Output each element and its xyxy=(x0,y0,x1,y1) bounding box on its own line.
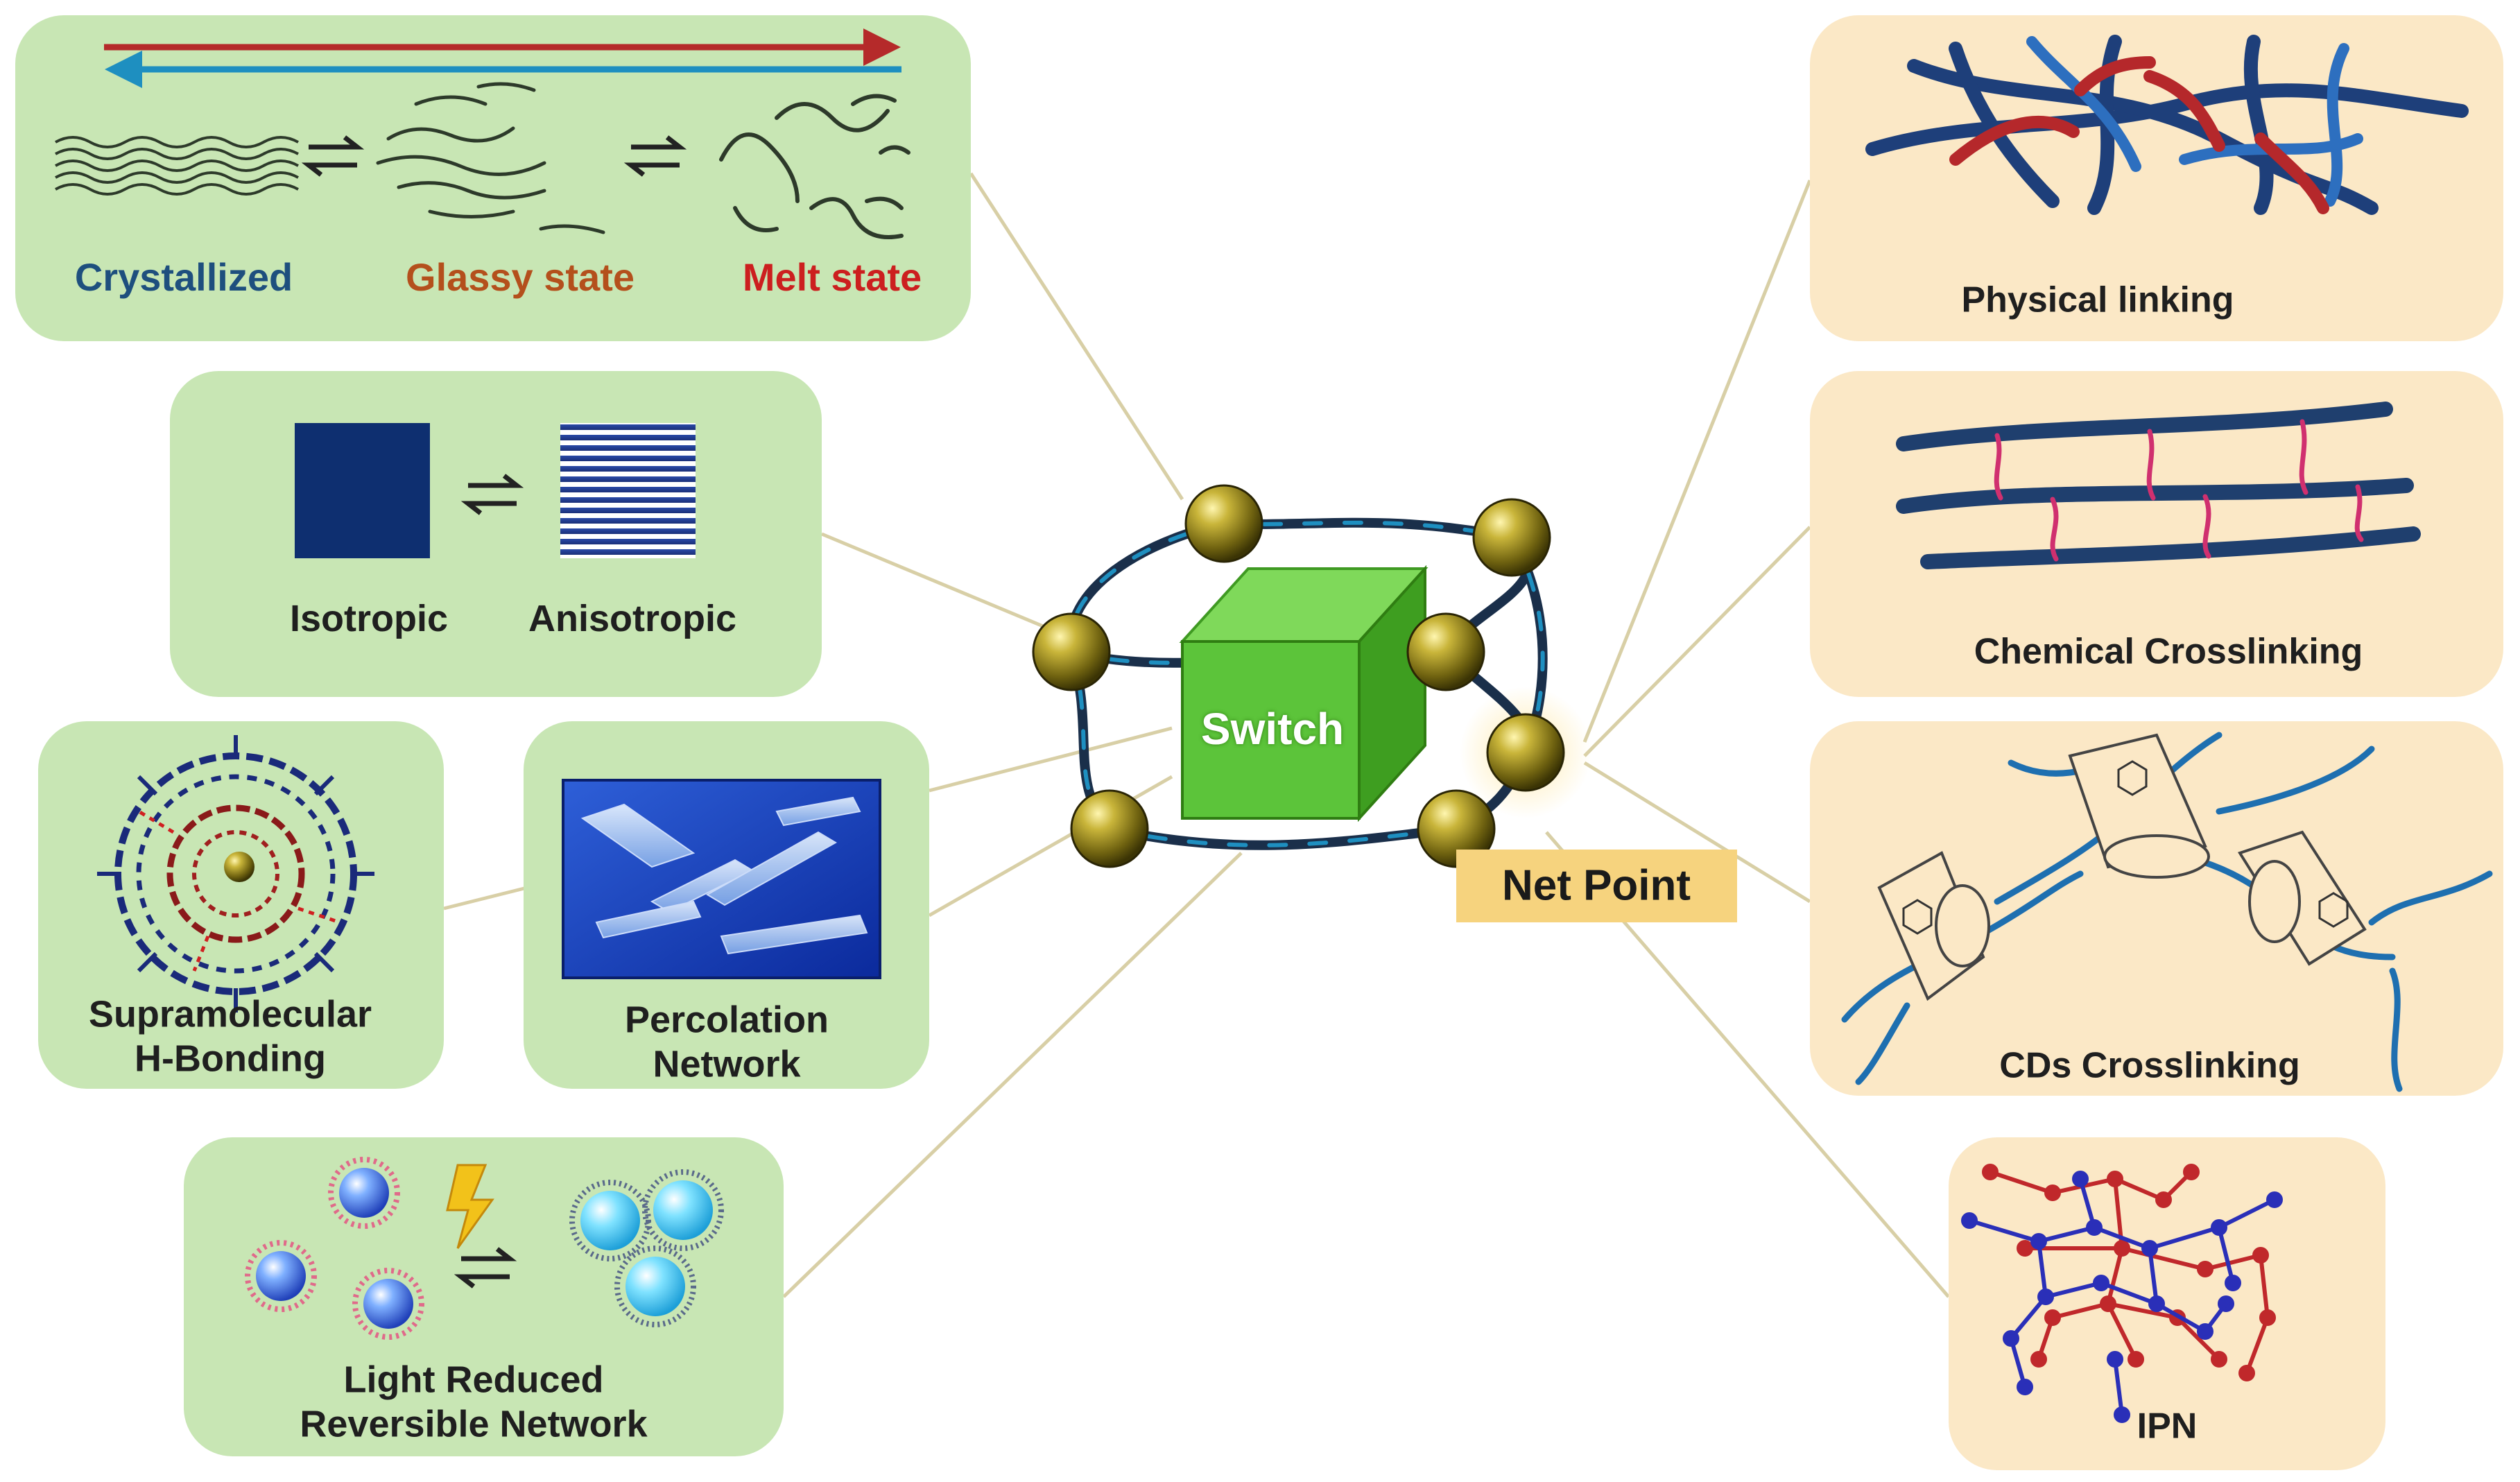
right-panels xyxy=(1810,15,2503,1470)
label-physical-linking: Physical linking xyxy=(1961,279,2234,320)
net-point-tag xyxy=(1456,850,1737,922)
label-supramolecular-line1: Supramolecular xyxy=(88,993,372,1035)
net-point-bead xyxy=(1406,612,1485,691)
percolation-rods-icon xyxy=(562,779,881,979)
connector-supramolecular xyxy=(443,886,528,911)
label-isotropic: Isotropic xyxy=(289,598,449,640)
label-light-line1: Light Reduced xyxy=(343,1359,604,1401)
connector-physical xyxy=(1582,180,1812,743)
anisotropic-stripes-icon xyxy=(560,423,696,558)
connector-states xyxy=(969,172,1184,501)
connector-chemical xyxy=(1583,526,1811,757)
nanoparticle-spheres-icon xyxy=(245,1157,424,1340)
label-anisotropic: Anisotropic xyxy=(528,598,737,640)
aggregated-spheres-icon xyxy=(569,1169,724,1327)
net-point-bead xyxy=(1032,612,1111,691)
cyclodextrin-crosslinking-icon xyxy=(1841,732,2493,1092)
states-arrows xyxy=(104,28,901,88)
switch-cube-icon xyxy=(1179,565,1429,822)
net-point-bead xyxy=(1070,789,1149,868)
label-light-reduced: Light Reduced Reversible Network xyxy=(300,1358,647,1446)
net-point-bead xyxy=(1472,498,1551,577)
panel-chemical xyxy=(1810,371,2503,697)
connector-orientation xyxy=(821,532,1072,640)
label-percolation-line1: Percolation xyxy=(624,999,829,1041)
equilibrium-arrows-icon xyxy=(460,474,524,515)
net-point-beads xyxy=(1032,484,1565,868)
label-crystallized: Crystallized xyxy=(74,255,293,299)
equilibrium-arrows-icon xyxy=(454,1247,517,1289)
crystallized-chains-icon xyxy=(55,136,299,196)
label-cds-crosslinking: CDs Crosslinking xyxy=(1999,1045,2300,1086)
equilibrium-arrows-icon xyxy=(623,135,687,177)
equilibrium-arrows-icon xyxy=(301,135,365,177)
melt-chains-icon xyxy=(719,94,911,239)
label-light-line2: Reversible Network xyxy=(300,1403,648,1445)
chemical-crosslinking-chains-icon xyxy=(1896,402,2421,569)
net-point-bead xyxy=(1184,484,1263,563)
label-percolation: Percolation Network xyxy=(625,998,829,1086)
supramolecular-structure-icon xyxy=(97,735,374,1013)
panel-ipn xyxy=(1949,1137,2385,1470)
net-point-bead xyxy=(1486,713,1565,792)
lightning-bolt-icon xyxy=(446,1164,494,1249)
isotropic-square-icon xyxy=(295,423,430,558)
physical-linking-chains-icon xyxy=(1865,35,2469,215)
connector-cds xyxy=(1583,761,1811,904)
connector-light xyxy=(782,852,1243,1298)
panel-states xyxy=(15,15,971,341)
panel-cds xyxy=(1810,721,2503,1096)
glassy-chains-icon xyxy=(376,82,605,234)
label-supramolecular-line2: H-Bonding xyxy=(135,1037,326,1079)
label-melt-state: Melt state xyxy=(742,255,922,299)
label-ipn: IPN xyxy=(2137,1406,2198,1447)
label-switch: Switch xyxy=(1200,704,1345,755)
label-supramolecular: Supramolecular H-Bonding xyxy=(89,992,372,1080)
label-net-point: Net Point xyxy=(1501,861,1691,910)
left-panels xyxy=(15,15,971,1456)
connector-percolation-a xyxy=(929,726,1173,793)
ipn-network-icon xyxy=(1961,1164,2283,1423)
label-chemical-crosslinking: Chemical Crosslinking xyxy=(1974,631,2363,672)
panel-orientation xyxy=(170,371,822,697)
label-glassy-state: Glassy state xyxy=(406,255,635,299)
label-percolation-line2: Network xyxy=(653,1043,801,1085)
